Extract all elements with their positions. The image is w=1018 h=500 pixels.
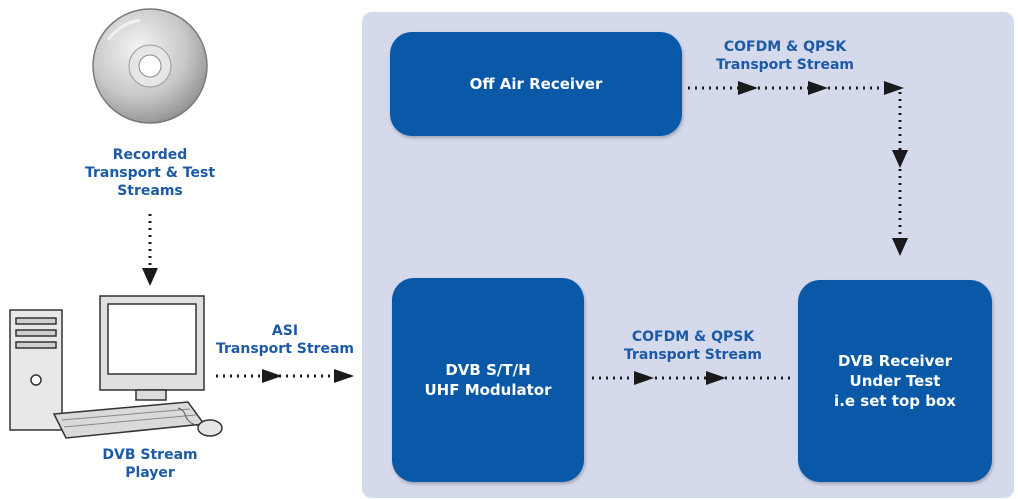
arrowhead-asi-1 (262, 369, 282, 383)
arrowheads (142, 81, 908, 385)
desktop-computer-icon (9, 295, 223, 439)
arrowhead-cofdm-bottom-1 (634, 371, 654, 385)
arrowhead-cofdm-top-2 (808, 81, 828, 95)
arrowhead-offair-down-1 (892, 150, 908, 168)
off-air-receiver-label: Off Air Receiver (469, 75, 603, 93)
arrowhead-cofdm-bottom-2 (706, 371, 726, 385)
arrowhead-cofdm-top-3 (884, 81, 904, 95)
off-air-receiver-box: Off Air Receiver (390, 32, 682, 136)
cofdm-top-link-label: COFDM & QPSK Transport Stream (716, 39, 854, 73)
uhf-modulator-label: DVB S/T/H UHF Modulator (424, 361, 552, 399)
dvb-receiver-label: DVB Receiver Under Test i.e set top box (834, 352, 956, 410)
arrowhead-asi-2 (334, 369, 354, 383)
arrowhead-disc-down (142, 268, 158, 286)
recorded-streams-label: Recorded Transport & Test Streams (84, 147, 216, 199)
stream-player-label: DVB Stream Player (102, 447, 198, 481)
dvb-receiver-box: DVB Receiver Under Test i.e set top box (798, 280, 992, 482)
uhf-modulator-box: DVB S/T/H UHF Modulator (392, 278, 584, 482)
arrowhead-offair-down-2 (892, 238, 908, 256)
arrowhead-cofdm-top-1 (738, 81, 758, 95)
asi-link-label: ASI Transport Stream (216, 323, 354, 357)
cd-disc-icon (92, 8, 208, 124)
cofdm-bottom-link-label: COFDM & QPSK Transport Stream (624, 329, 762, 363)
